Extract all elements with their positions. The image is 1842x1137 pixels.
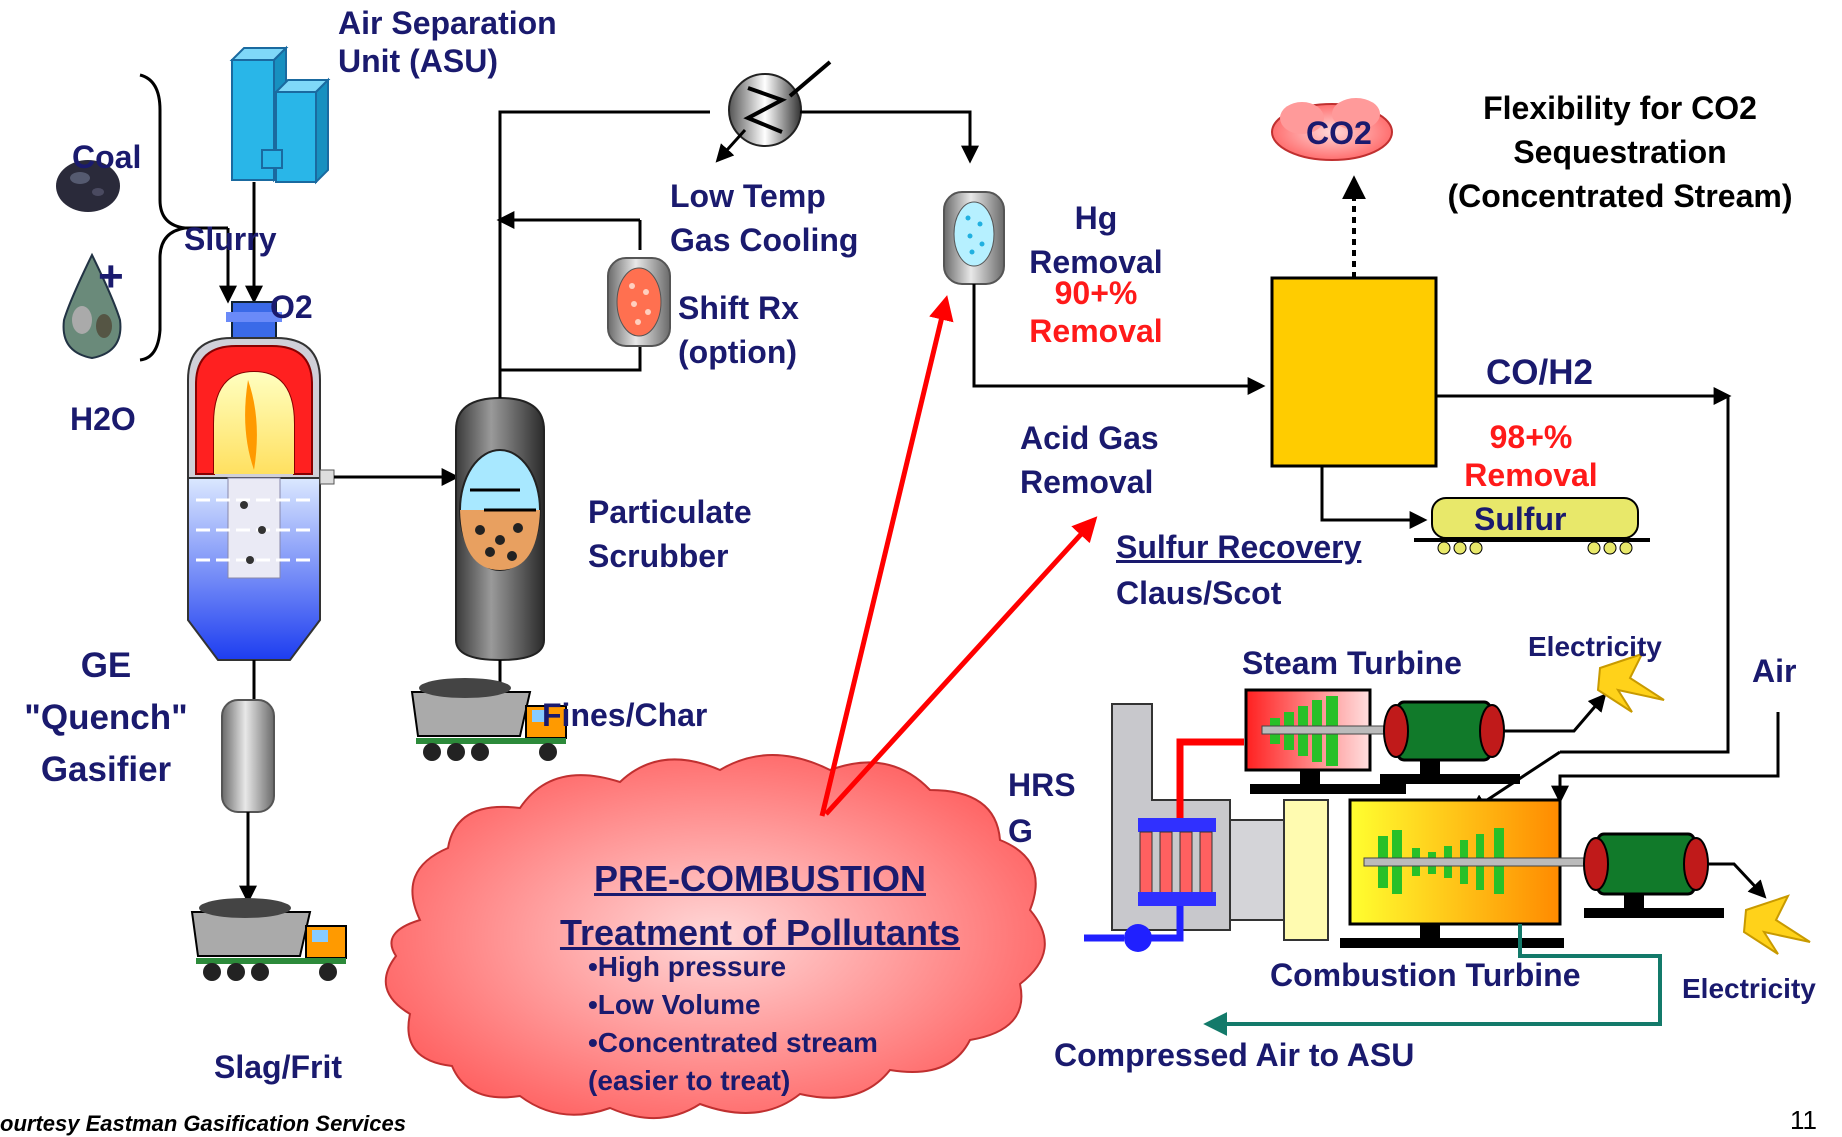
flex-line2: Sequestration (1513, 134, 1727, 170)
h2o-label: H2O (70, 401, 136, 437)
flex-line1: Flexibility for CO2 (1483, 90, 1757, 126)
hg-removal-label: Hg Removal (1016, 196, 1176, 284)
dump-truck-icon (190, 898, 347, 981)
water-drop-icon (62, 252, 122, 360)
pre-combustion-title-line1: PRE-COMBUSTION (594, 858, 926, 899)
shift-line2: (option) (678, 334, 798, 370)
o2-label: O2 (270, 289, 313, 325)
asu-label-line1: Air Separation (338, 5, 557, 41)
hg-line1: Hg (1074, 200, 1118, 236)
acid-line1: Acid Gas (1020, 420, 1159, 456)
steam-turbine-label: Steam Turbine (1242, 645, 1462, 681)
gasifier-label-line3: Gasifier (40, 750, 172, 789)
combustion-turbine-label: Combustion Turbine (1270, 957, 1581, 993)
rail-car-icon (1414, 497, 1650, 555)
hg-removal-word: Removal (1029, 313, 1163, 349)
fines-char-label: Fines/Char (542, 697, 708, 733)
particulate-line1: Particulate (588, 494, 752, 530)
gasifier-label-line1: GE (80, 646, 132, 685)
acid-gas-removal-unit (1270, 276, 1438, 468)
shift-reactor-vessel (607, 257, 671, 347)
particulate-scrubber-label: Particulate Scrubber (588, 490, 752, 578)
flex-line3: (Concentrated Stream) (1447, 178, 1793, 214)
co2-label: CO2 (1306, 115, 1372, 151)
heat-exchanger-icon (728, 60, 832, 147)
electricity-top-label: Electricity (1528, 631, 1662, 662)
hg-line2: Removal (1029, 244, 1163, 280)
air-label: Air (1752, 653, 1797, 689)
hg-removal-rate: 90+% Removal (1006, 274, 1186, 350)
bullet-low-volume: •Low Volume (588, 989, 761, 1020)
low-temp-line1: Low Temp (670, 178, 826, 214)
slag-label: Slag/Frit (214, 1049, 343, 1085)
pump-icon (1084, 924, 1152, 952)
gasifier-vessel (187, 301, 335, 661)
hrsg-line1: HRS (1008, 767, 1076, 803)
sulfur-label: Sulfur (1474, 501, 1567, 537)
cloud-icon (1271, 98, 1393, 161)
slurry-label: Slurry (184, 221, 277, 257)
gasifier-label-line2: "Quench" (24, 698, 188, 737)
slag-lockhopper (221, 699, 275, 813)
electricity-bottom-label: Electricity (1682, 973, 1816, 1004)
asu-label-line2: Unit (ASU) (338, 43, 498, 79)
sulfur-removal-rate: 98+% Removal (1446, 418, 1616, 494)
bullet-high-pressure: •High pressure (588, 951, 787, 982)
acid-line2: Removal (1020, 464, 1154, 500)
lightning-bolt-icon (1742, 894, 1811, 955)
flexibility-label: Flexibility for CO2 Sequestration (Conce… (1400, 86, 1840, 218)
page-number: 11 (1790, 1105, 1817, 1135)
sulfur-recovery-label: Sulfur Recovery (1116, 529, 1362, 565)
asu-towers-icon (229, 45, 331, 185)
pre-combustion-bullets: •High pressure •Low Volume •Concentrated… (588, 948, 878, 1100)
coal-lump-icon (56, 160, 120, 212)
low-temp-line2: Gas Cooling (670, 222, 859, 258)
combustion-turbine-unit (1340, 798, 1609, 948)
lightning-bolt-icon (1596, 652, 1665, 713)
shift-rx-label: Shift Rx (option) (678, 286, 799, 374)
particulate-scrubber-vessel (455, 396, 545, 662)
bullet-easier-to-treat: (easier to treat) (588, 1065, 791, 1096)
particulate-line2: Scrubber (588, 538, 729, 574)
compressed-air-label: Compressed Air to ASU (1054, 1037, 1415, 1073)
claus-scot-label: Claus/Scot (1116, 575, 1282, 611)
low-temp-gas-cooling-label: Low Temp Gas Cooling (670, 174, 858, 262)
hrsg-label: HRS G (1008, 762, 1076, 854)
shift-line1: Shift Rx (678, 290, 799, 326)
mercury-removal-bed (943, 191, 1005, 285)
footer-courtesy: ourtesy Eastman Gasification Services (0, 1111, 406, 1136)
sulfur-removal-word: Removal (1464, 457, 1598, 493)
steam-turbine-unit (1244, 688, 1411, 794)
dump-truck-icon (410, 678, 567, 761)
sulfur-pct: 98+% (1489, 419, 1573, 455)
coal-label: Coal (72, 139, 142, 175)
hg-pct: 90+% (1054, 275, 1138, 311)
bullet-concentrated-stream: •Concentrated stream (588, 1027, 878, 1058)
hrsg-line2: G (1008, 813, 1033, 849)
co-h2-label: CO/H2 (1486, 353, 1593, 392)
generator-icon (1583, 832, 1724, 918)
pre-combustion-title-line2: Treatment of Pollutants (559, 912, 961, 953)
pre-combustion-title: PRE-COMBUSTION Treatment of Pollutants (500, 852, 1020, 960)
plus-sign: + (98, 252, 124, 301)
cloud-icon (384, 754, 1046, 1119)
hrsg-unit (1111, 703, 1329, 941)
generator-icon (1380, 700, 1520, 784)
gasifier-label: GE "Quench" Gasifier (8, 640, 204, 796)
asu-label: Air Separation Unit (ASU) (338, 4, 557, 80)
acid-gas-removal-label: Acid Gas Removal (1020, 416, 1159, 504)
